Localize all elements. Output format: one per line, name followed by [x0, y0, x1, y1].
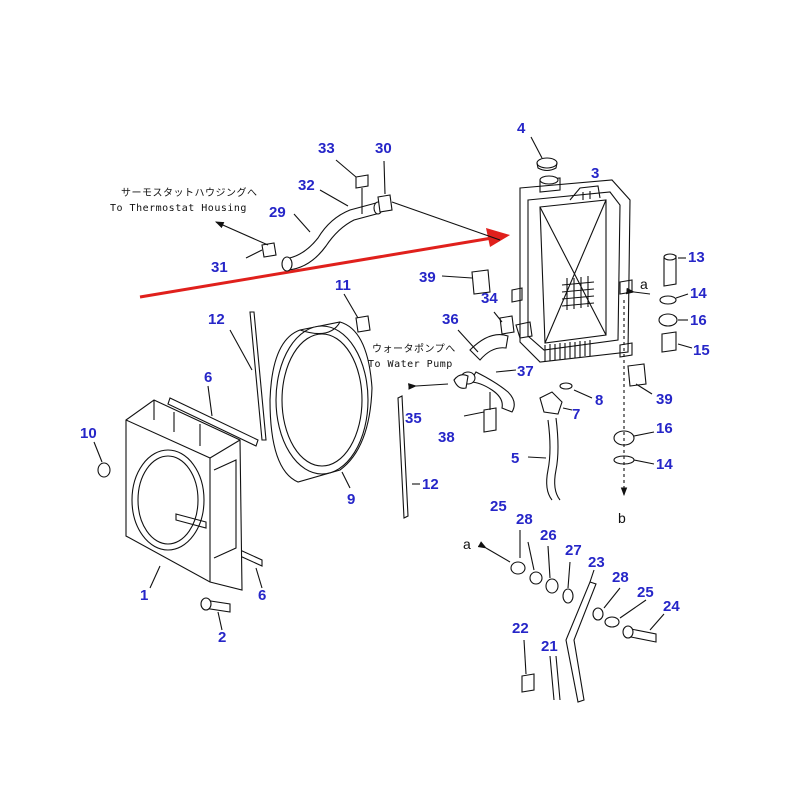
callout-37: 37	[517, 363, 534, 380]
bracket-hardware	[477, 530, 665, 703]
note-thermostat-jp: サーモスタットハウジングへ	[121, 186, 258, 199]
callout-32: 32	[298, 177, 315, 194]
upper-hose	[214, 159, 501, 272]
callout-39b: 39	[656, 391, 673, 408]
callout-22: 22	[512, 620, 529, 637]
fan-shroud	[125, 399, 243, 591]
callout-3: 3	[591, 165, 599, 182]
callout-36: 36	[442, 311, 459, 328]
ref-a-top: a	[640, 276, 648, 292]
highlight-arrow	[139, 228, 510, 299]
seals	[229, 311, 420, 519]
callout-14b: 14	[656, 456, 673, 473]
callout-29: 29	[269, 204, 286, 221]
callout-24: 24	[663, 598, 680, 615]
callout-31: 31	[211, 259, 228, 276]
callout-7: 7	[572, 406, 580, 423]
callout-14a: 14	[690, 285, 707, 302]
callout-33: 33	[318, 140, 335, 157]
callout-28a: 28	[516, 511, 533, 528]
fan-ring	[269, 321, 373, 489]
mount-hardware	[613, 253, 693, 497]
lower-hose	[408, 311, 517, 433]
callout-27: 27	[565, 542, 582, 559]
ref-b: b	[618, 510, 626, 526]
callout-15: 15	[693, 342, 710, 359]
callout-8: 8	[595, 392, 603, 409]
callout-6a: 6	[204, 369, 212, 386]
callout-16b: 16	[656, 420, 673, 437]
callout-9: 9	[347, 491, 355, 508]
callout-21: 21	[541, 638, 558, 655]
pad-lower	[627, 363, 647, 387]
callout-38: 38	[438, 429, 455, 446]
pad-upper	[471, 269, 491, 295]
callout-39a: 39	[419, 269, 436, 286]
callout-35: 35	[405, 410, 422, 427]
callout-25b: 25	[637, 584, 654, 601]
callout-34: 34	[481, 290, 498, 307]
callout-16a: 16	[690, 312, 707, 329]
callout-2: 2	[218, 629, 226, 646]
callout-5: 5	[511, 450, 519, 467]
note-thermostat-en: To Thermostat Housing	[110, 203, 247, 214]
callout-25a: 25	[490, 498, 507, 515]
bolt-10	[97, 462, 111, 478]
ref-a-bottom: a	[463, 536, 471, 552]
callout-26: 26	[540, 527, 557, 544]
bolt-11	[355, 315, 371, 333]
callout-13: 13	[688, 249, 705, 266]
callout-23: 23	[588, 554, 605, 571]
callout-4: 4	[517, 120, 526, 137]
radiator	[511, 175, 633, 363]
callout-30: 30	[375, 140, 392, 157]
callout-1: 1	[140, 587, 148, 604]
note-waterpump-en: To Water Pump	[368, 359, 453, 370]
callout-numbers: 1 2 3 4 5 6 6 7 8 9 10 11 12 12 13 14 14…	[80, 120, 710, 655]
callout-12a: 12	[208, 311, 225, 328]
callout-11: 11	[335, 277, 351, 294]
callout-6b: 6	[258, 587, 266, 604]
drain-parts	[527, 382, 593, 501]
radiator-cap	[530, 136, 558, 172]
note-waterpump-jp: ウォータポンプへ	[372, 343, 456, 355]
callout-12b: 12	[422, 476, 439, 493]
callout-10: 10	[80, 425, 97, 442]
callout-28b: 28	[612, 569, 629, 586]
